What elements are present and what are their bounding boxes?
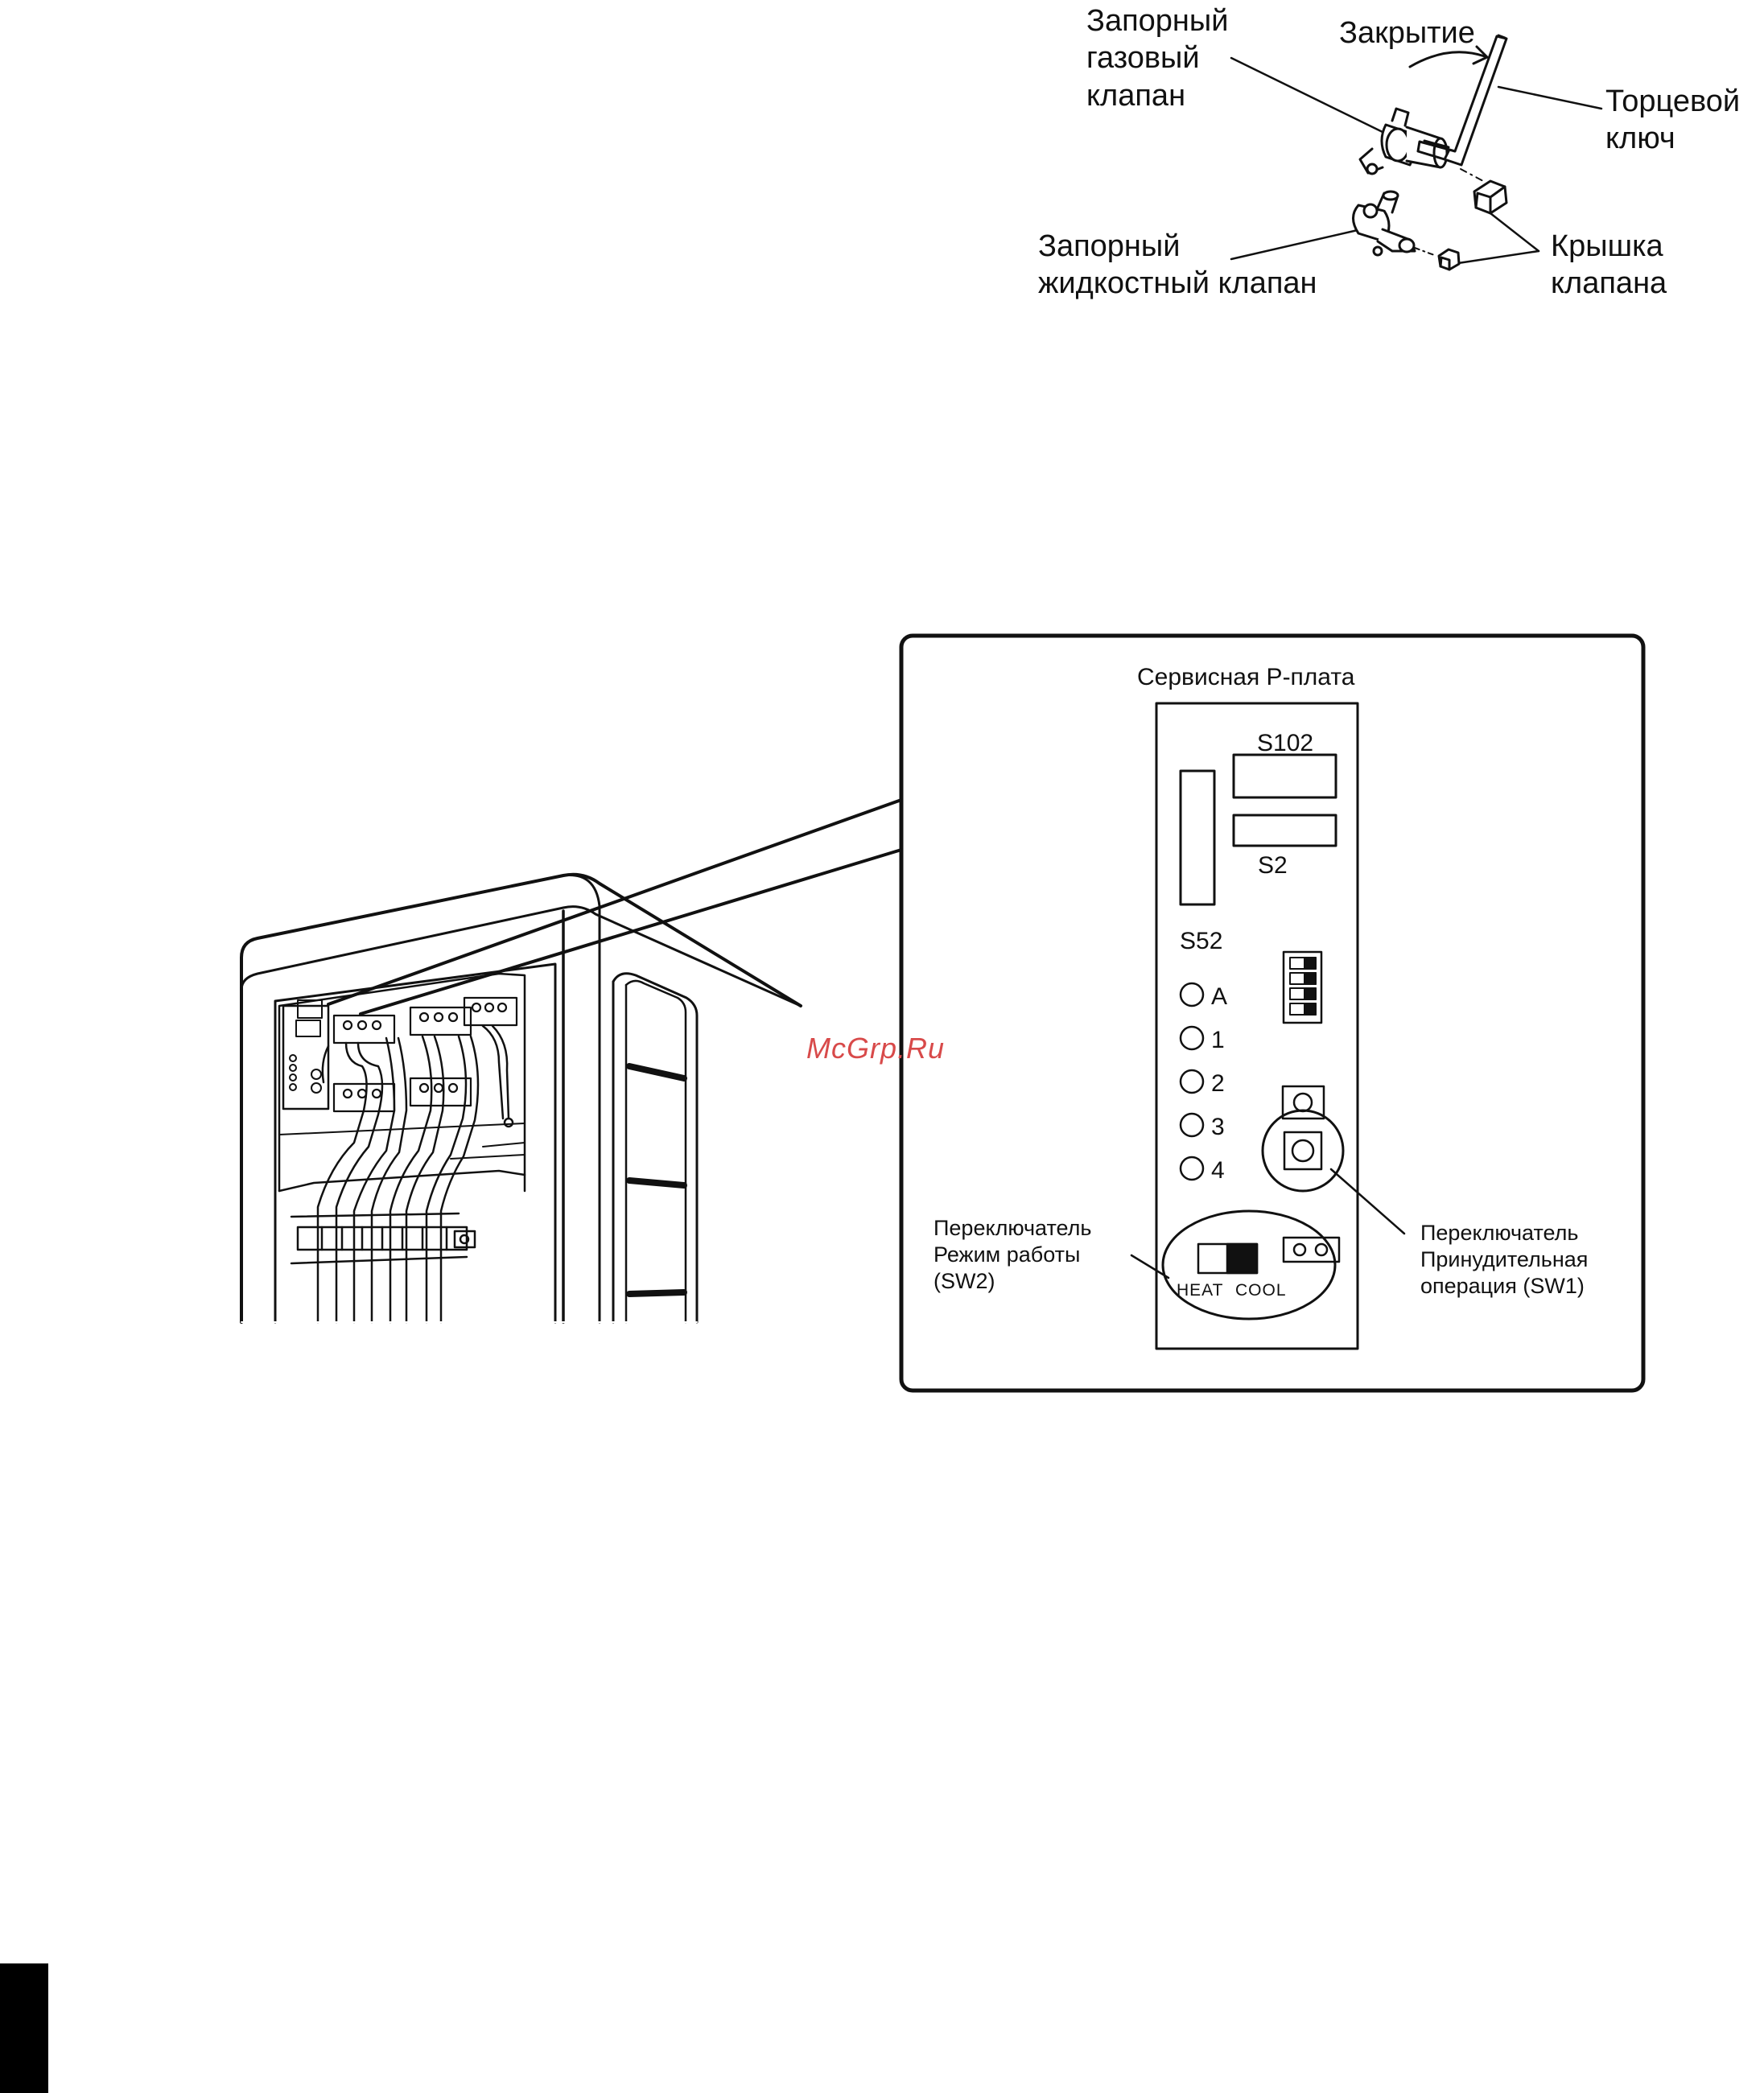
outdoor-unit [241, 875, 801, 1322]
led-1-label: 1 [1211, 1026, 1225, 1056]
hex-key-line-2: ключ [1605, 120, 1740, 157]
s52-label: S52 [1180, 927, 1222, 957]
hex-key-line-1: Торцевой [1605, 83, 1740, 120]
hex-key-label: Торцевой ключ [1605, 83, 1740, 158]
valve-cap-label: Крышка клапана [1551, 228, 1667, 303]
valve-cap-line-1: Крышка [1551, 228, 1667, 265]
led-a-label: A [1211, 983, 1227, 1012]
sw2-line-1: Переключатель [934, 1215, 1091, 1242]
hex-key [1418, 35, 1506, 165]
sw2-line-2: Режим работы [934, 1242, 1091, 1268]
sw1-line-1: Переключатель [1420, 1220, 1588, 1246]
liquid-stop-valve [1354, 192, 1416, 255]
led-4-label: 4 [1211, 1156, 1225, 1186]
valve-cap-line-2: клапана [1551, 265, 1667, 302]
valve-cap-small [1439, 249, 1459, 270]
valve-cap-large [1474, 181, 1506, 213]
sw2-line-3: (SW2) [934, 1268, 1091, 1295]
watermark: McGrp.Ru [806, 1032, 945, 1065]
cool-label: COOL [1235, 1280, 1287, 1301]
gas-stop-valve [1360, 109, 1449, 174]
liquid-valve-line-2: жидкостный клапан [1038, 265, 1317, 302]
closing-label: Закрытие [1339, 14, 1475, 52]
gas-valve-line-2: газовый [1086, 39, 1228, 76]
led-3-label: 3 [1211, 1113, 1225, 1143]
sw1-line-2: Принудительная [1420, 1246, 1588, 1273]
s2-label: S2 [1258, 851, 1288, 881]
liquid-valve-line-1: Запорный [1038, 228, 1317, 265]
s102-label: S102 [1257, 729, 1313, 759]
gas-valve-label: Запорный газовый клапан [1086, 2, 1228, 114]
heat-label: HEAT [1177, 1280, 1223, 1301]
gas-valve-line-1: Запорный [1086, 2, 1228, 39]
gas-valve-line-3: клапан [1086, 77, 1228, 114]
led-2-label: 2 [1211, 1069, 1225, 1099]
sw1-label: Переключатель Принудительная операция (S… [1420, 1220, 1588, 1300]
liquid-valve-label: Запорный жидкостный клапан [1038, 228, 1317, 303]
sw1-line-3: операция (SW1) [1420, 1273, 1588, 1300]
pcb-title: Сервисная Р-плата [1137, 663, 1354, 693]
page-side-tab [0, 1963, 48, 2093]
sw2-label: Переключатель Режим работы (SW2) [934, 1215, 1091, 1295]
